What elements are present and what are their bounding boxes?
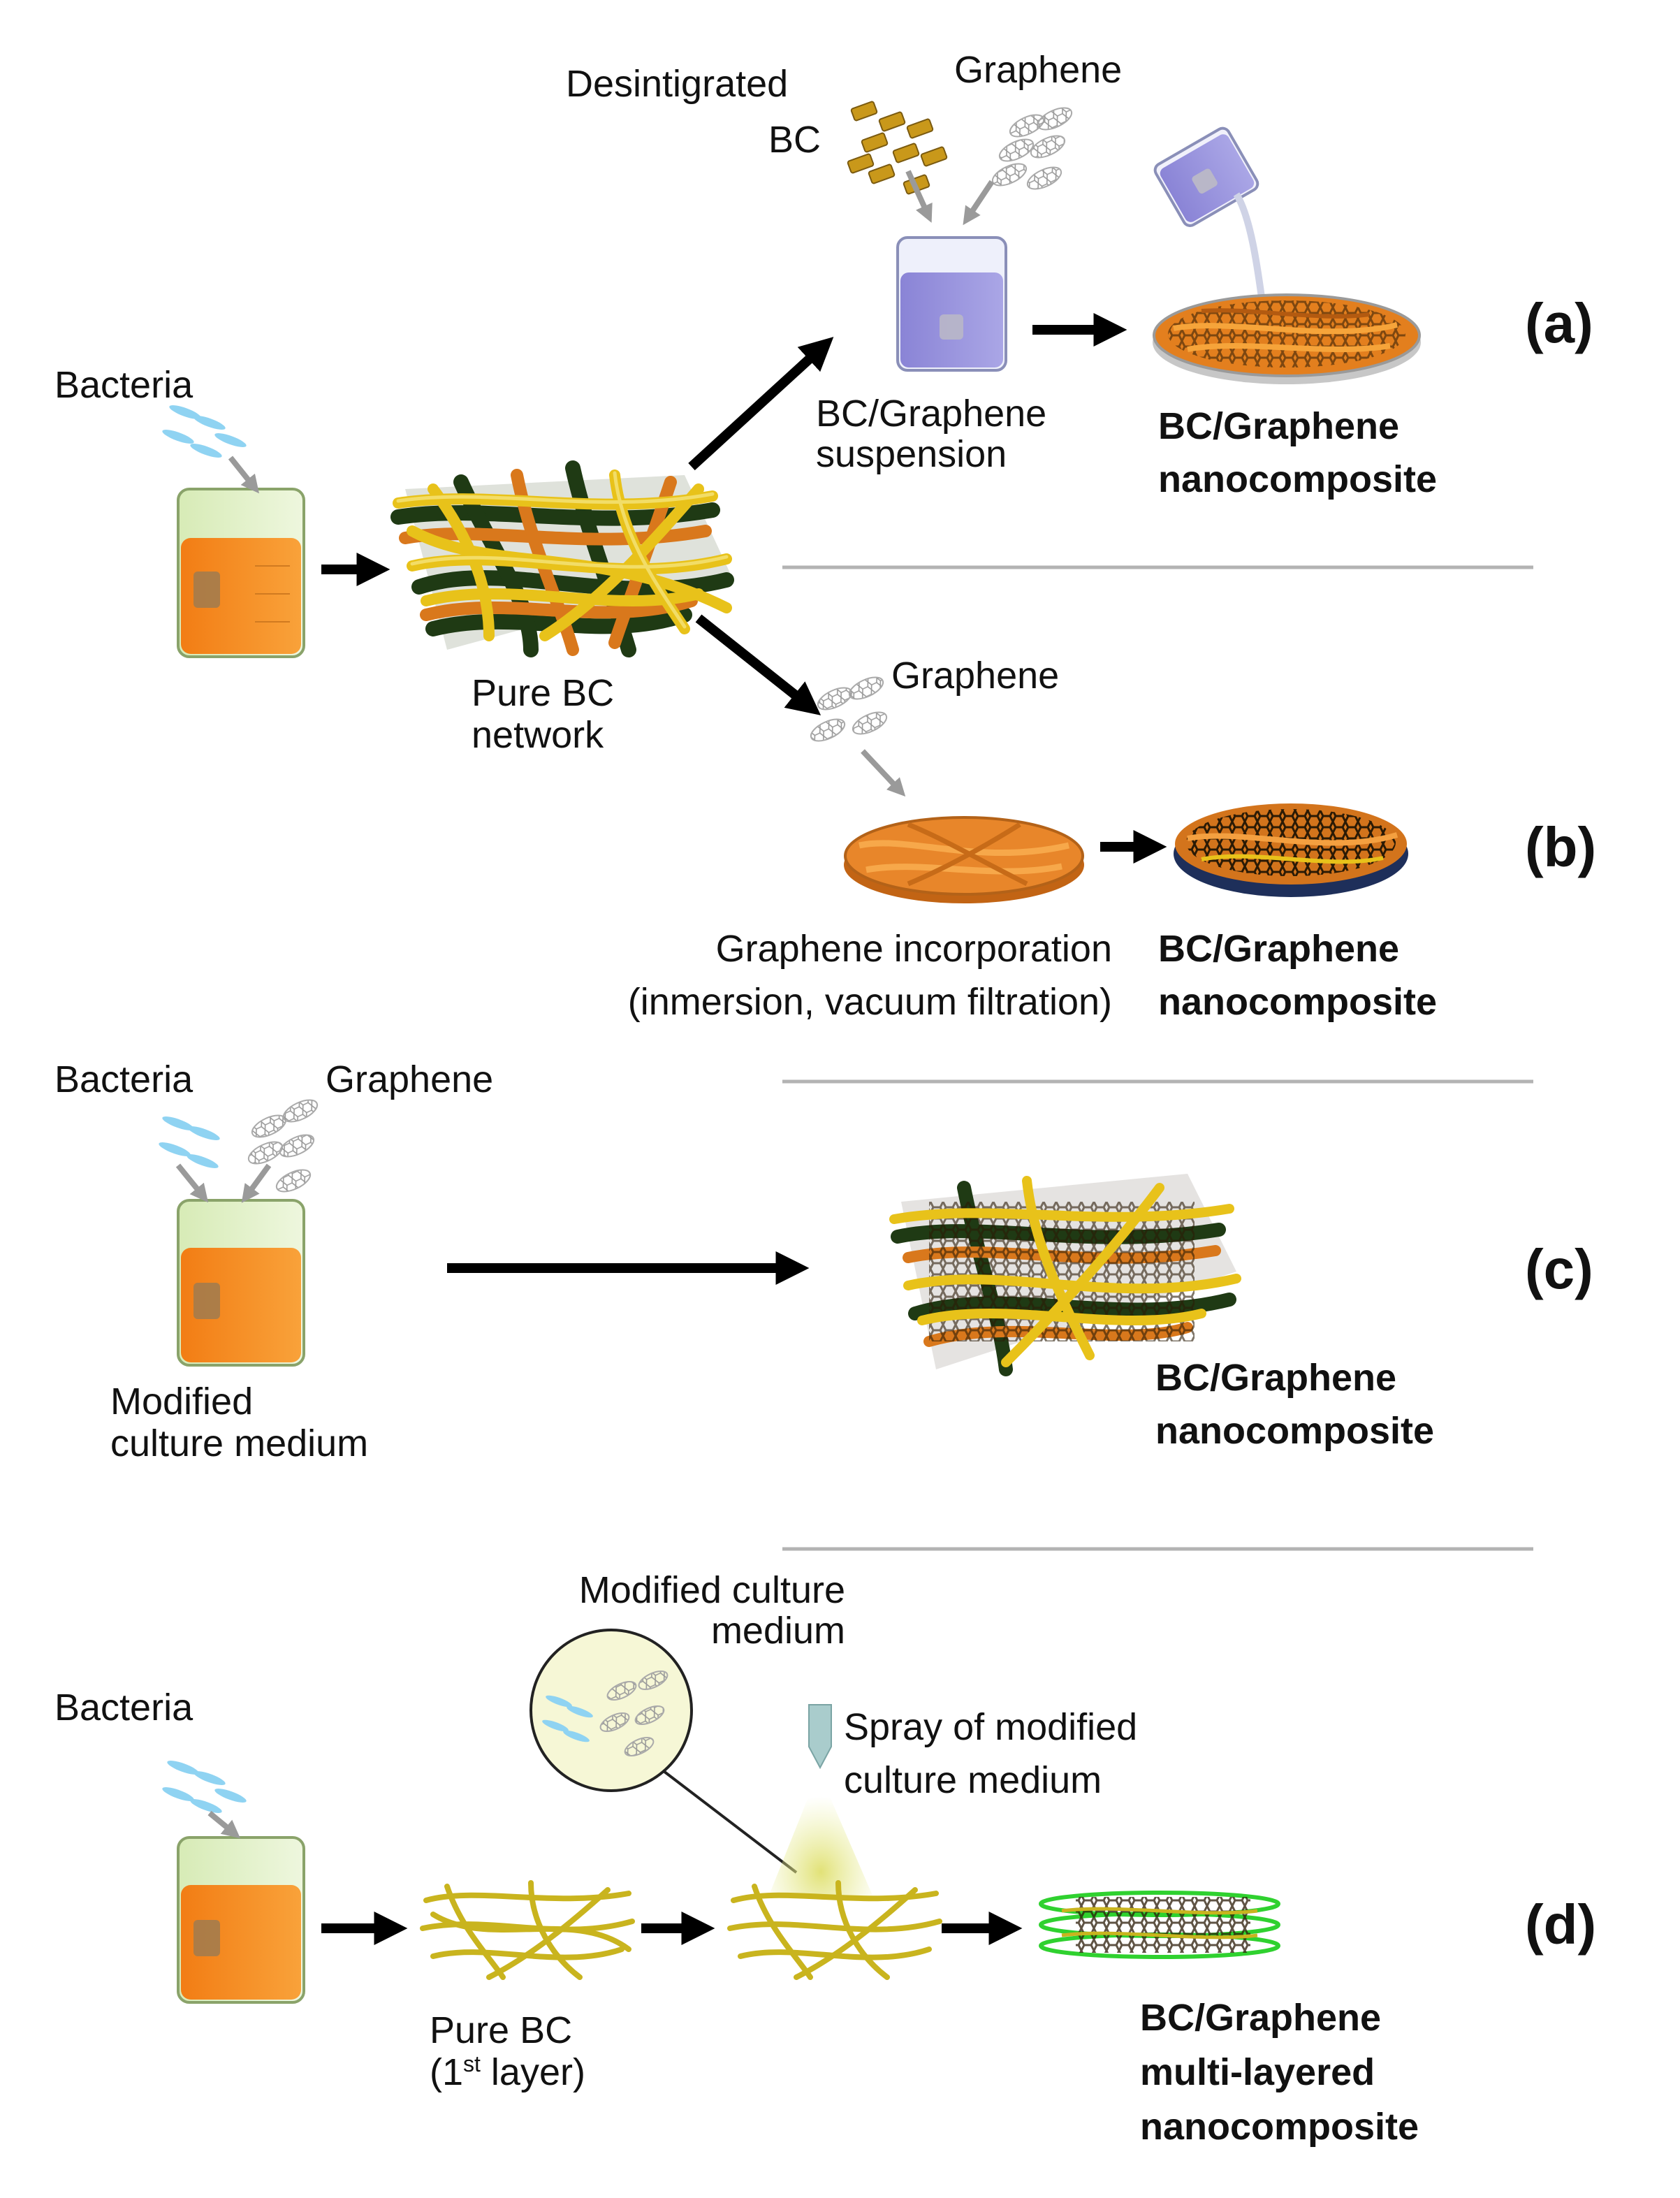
- panel-label-a: (a): [1525, 292, 1593, 354]
- multilayer-label-1: BC/Graphene: [1140, 1997, 1382, 2039]
- beaker-bacteria-c: [177, 1199, 305, 1367]
- arrow-graphene-onto-dish-b: [861, 749, 906, 797]
- desintigrated-bc-label-2: BC: [768, 119, 821, 161]
- pure-bc-layer-icon: [420, 1880, 635, 1980]
- graphene-label-c: Graphene: [326, 1058, 494, 1100]
- bacteria-label-ab: Bacteria: [54, 364, 193, 406]
- arrow-graphene-into-beaker-a: [963, 180, 995, 226]
- pure-bc-layer-label-1: Pure BC: [430, 2009, 573, 2051]
- suspension-label-1: BC/Graphene: [816, 393, 1047, 435]
- multilayer-label-3: nanocomposite: [1140, 2106, 1419, 2148]
- composite-c-icon: [889, 1174, 1241, 1376]
- suspension-beaker-icon: [896, 236, 1007, 372]
- suspension-label-2: suspension: [816, 433, 1007, 475]
- spray-label-1: Spray of modified: [844, 1706, 1138, 1748]
- zoom-bacteria-icon: [542, 1695, 593, 1742]
- bacteria-label-d: Bacteria: [54, 1687, 193, 1728]
- arrow-bacteria-into-beaker-c: [175, 1163, 209, 1203]
- pour-stream: [1233, 192, 1266, 308]
- arrow-bc-flakes-into-beaker: [905, 170, 933, 223]
- bacteria-icon-d: [162, 1761, 247, 1813]
- pure-bc-layer-sup: st: [463, 2051, 481, 2076]
- zoom-medium-label-1: Modified culture: [578, 1569, 845, 1611]
- nanocomposite-b-label-2: nanocomposite: [1158, 981, 1438, 1023]
- arrow-bacteria-into-beaker-ab: [228, 456, 259, 494]
- pure-bc-network-label-2: network: [472, 714, 604, 756]
- spray-mist: [768, 1771, 873, 1897]
- desintegrated-bc-icon: [847, 101, 948, 195]
- beaker-bacteria-d: [177, 1836, 305, 2004]
- petri-dish-a-icon: [1153, 293, 1421, 384]
- sprayed-bc-layer-icon: [727, 1880, 942, 1980]
- bacteria-icon-ab: [162, 405, 247, 458]
- nanocomposite-a-label-1: BC/Graphene: [1158, 405, 1400, 447]
- nanocomposite-b-label-1: BC/Graphene: [1158, 928, 1400, 970]
- pure-bc-layer-close: layer): [480, 2051, 585, 2093]
- incorporation-label-2: (inmersion, vacuum filtration): [627, 981, 1112, 1023]
- bacteria-label-c: Bacteria: [54, 1058, 193, 1100]
- pure-bc-network-label-1: Pure BC: [472, 672, 615, 714]
- panel-label-b: (b): [1525, 816, 1597, 878]
- multilayer-composite-icon: [1039, 1891, 1280, 1959]
- graphene-icon-b: [810, 676, 888, 742]
- panel-label-c: (c): [1525, 1238, 1593, 1300]
- arrow-graphene-into-beaker-c: [241, 1163, 272, 1203]
- zoom-circle: [529, 1629, 693, 1792]
- arrow-bacteria-into-beaker-d: [207, 1810, 241, 1839]
- modified-medium-label-1: Modified: [110, 1381, 254, 1422]
- incorporation-label-1: Graphene incorporation: [715, 928, 1112, 970]
- modified-medium-label-2: culture medium: [110, 1422, 369, 1464]
- spray-label-2: culture medium: [844, 1759, 1102, 1801]
- pure-bc-layer-label-2: (1st layer): [430, 2051, 585, 2093]
- spray-nozzle-icon: [808, 1704, 832, 1770]
- composite-b-icon: [1174, 803, 1408, 897]
- zoom-graphene-icon: [599, 1671, 669, 1756]
- pure-bc-layer-open: (1: [430, 2051, 464, 2093]
- zoom-pointer-line: [662, 1770, 798, 1874]
- pouring-beaker-icon: [1153, 126, 1259, 227]
- graphene-icon-a: [991, 107, 1073, 190]
- pure-bc-network-icon: [390, 460, 734, 657]
- nanocomposite-c-label-1: BC/Graphene: [1155, 1357, 1397, 1399]
- nanocomposite-a-label-2: nanocomposite: [1158, 458, 1438, 500]
- nanocomposite-c-label-2: nanocomposite: [1155, 1410, 1435, 1452]
- bc-dish-b-icon: [844, 816, 1084, 903]
- arrow-bc-to-b: [695, 614, 821, 715]
- zoom-medium-label-2: medium: [710, 1610, 845, 1652]
- arrow-bc-to-a: [688, 337, 834, 471]
- graphene-label-b: Graphene: [891, 655, 1060, 697]
- panel-label-d: (d): [1525, 1893, 1597, 1956]
- desintigrated-bc-label-1: Desintigrated: [566, 63, 789, 105]
- graphene-icon-c: [247, 1099, 319, 1193]
- bacteria-icon-c: [159, 1116, 220, 1168]
- multilayer-label-2: multi-layered: [1140, 2051, 1375, 2093]
- beaker-bacteria-ab: [177, 488, 305, 658]
- graphene-label-a: Graphene: [954, 49, 1123, 91]
